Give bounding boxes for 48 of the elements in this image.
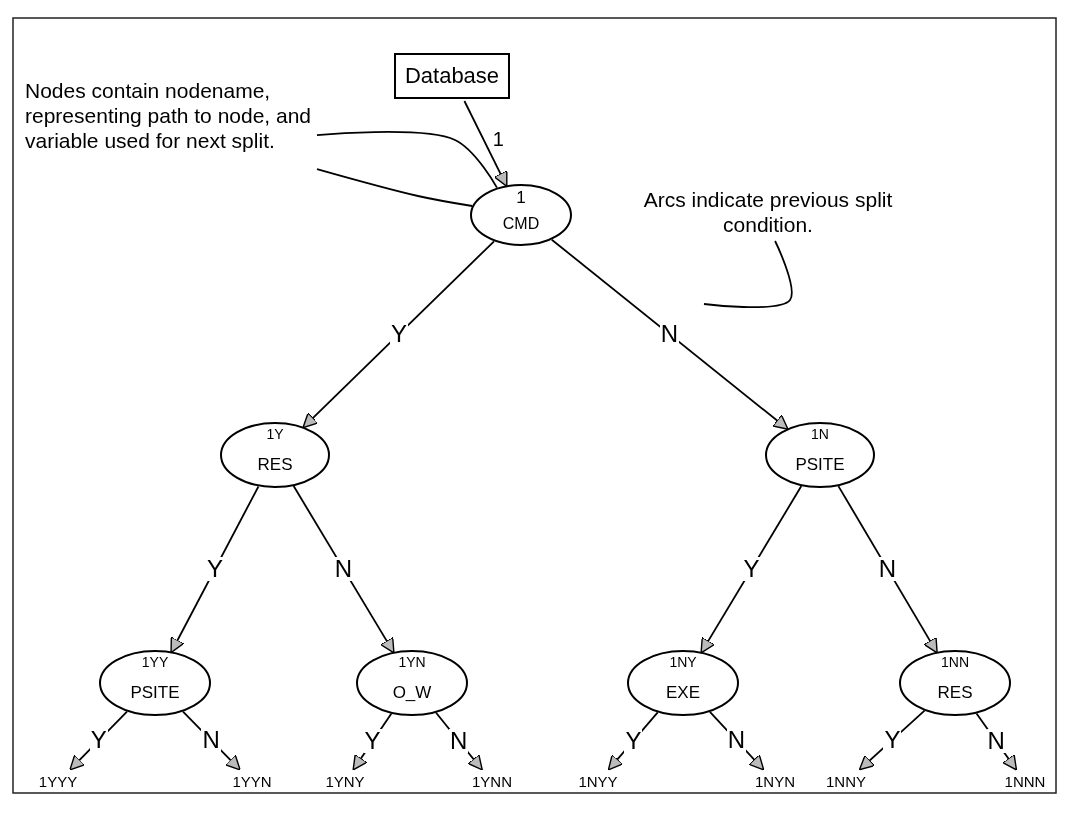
edge-label: Y	[883, 727, 902, 752]
leader-line	[316, 168, 474, 207]
split-variable: PSITE	[129, 683, 181, 702]
annotation-text: Arcs indicate previous split condition.	[642, 187, 894, 237]
tree-arrow	[170, 485, 260, 654]
edge-label: Y	[389, 322, 408, 347]
edge-label: Y	[206, 556, 224, 581]
node-path-name: 1NN	[940, 654, 970, 670]
split-variable: CMD	[501, 215, 541, 233]
leaf-node-label: 1YNN	[471, 772, 513, 792]
edge-label: 1	[491, 127, 505, 152]
edge-label: Y	[363, 729, 382, 754]
annotation-text: Nodes contain nodename, representing path to node, and variable used for next split.	[25, 78, 313, 153]
tree-arrow	[463, 100, 508, 188]
split-variable: O_W	[391, 683, 433, 702]
tree-arrow	[550, 238, 789, 430]
node-path-name: 1N	[810, 426, 830, 442]
node-path-name: 1YN	[397, 654, 427, 670]
split-variable: EXE	[665, 683, 701, 702]
edge-label: Y	[624, 728, 643, 753]
edge-label: N	[726, 728, 747, 753]
leaf-node-label: 1YNY	[324, 772, 366, 792]
leaf-node-label: 1NYY	[577, 772, 619, 792]
leaf-node-label: 1NNN	[1003, 772, 1047, 792]
leader-line	[703, 240, 793, 309]
edge-label: Y	[742, 556, 761, 581]
leaf-node-label: 1YYN	[231, 772, 273, 792]
tree-arrow	[700, 485, 803, 654]
database-label: Database	[403, 62, 501, 90]
leaf-node-label: 1YYY	[37, 772, 79, 792]
edge-label: N	[201, 728, 221, 753]
edge-label: Y	[89, 728, 108, 753]
node-path-name: 1	[515, 188, 527, 207]
split-variable: PSITE	[794, 455, 846, 474]
leaf-node-label: 1NYN	[754, 772, 796, 792]
database-box	[394, 53, 510, 99]
edge-label: N	[877, 556, 898, 581]
node-path-name: 1Y	[265, 426, 285, 442]
leaf-node-label: 1NNY	[825, 772, 867, 792]
edge-label: N	[449, 728, 469, 753]
split-variable: RES	[256, 455, 294, 474]
split-variable: RES	[936, 683, 974, 702]
edge-label: N	[986, 729, 1006, 754]
edge-label: N	[333, 556, 354, 581]
node-path-name: 1YY	[140, 654, 170, 670]
leader-line	[316, 131, 498, 189]
node-path-name: 1NY	[668, 654, 698, 670]
tree-arrow	[302, 240, 495, 429]
